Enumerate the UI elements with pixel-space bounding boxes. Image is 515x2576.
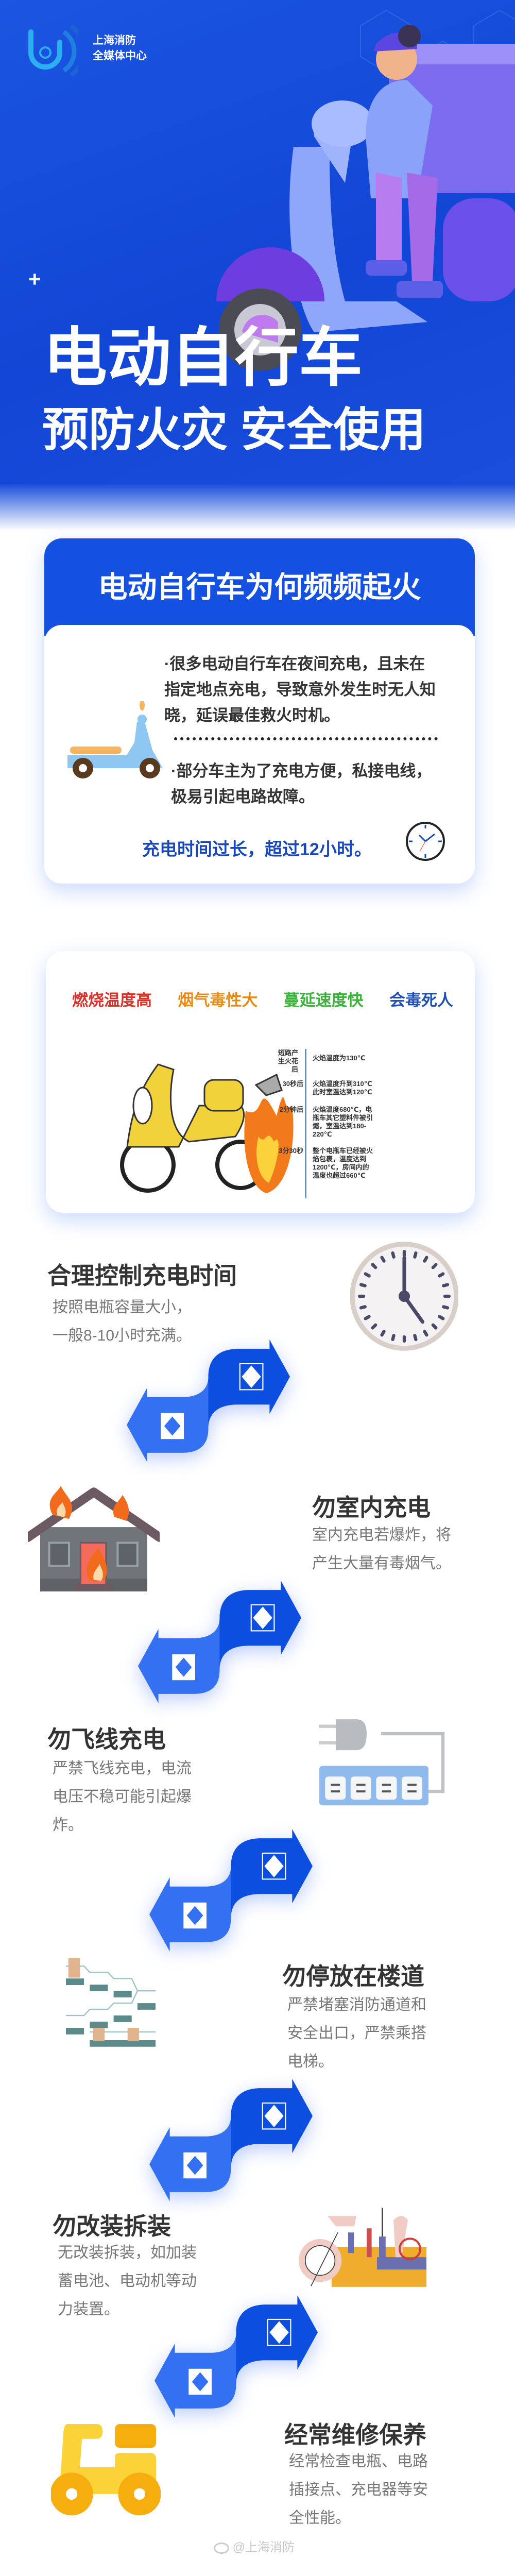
desc-line: 一般8-10小时充满。 xyxy=(53,1327,192,1344)
hero-title: 电动自行车 xyxy=(43,323,363,394)
desc-line: 严禁堵塞消防通道和 xyxy=(287,1996,426,2013)
timeline-time: 2分钟后 xyxy=(279,1106,303,1113)
diamond-icon xyxy=(262,1852,286,1880)
tag-deadly: 会毒死人 xyxy=(389,991,453,1009)
diamond-icon xyxy=(239,1363,264,1391)
tag-high-temperature: 燃烧温度高 xyxy=(72,991,152,1009)
desc-line: 经常检查电瓶、电路 xyxy=(289,2453,428,2470)
tag-fast-spread: 蔓延速度快 xyxy=(283,991,364,1009)
section-title-no-indoor-charging: 勿室内充电 xyxy=(312,1494,431,1521)
watermark: @上海消防 xyxy=(214,2540,295,2555)
reason-2-line-2: 极易引起电路故障。 xyxy=(171,788,315,806)
desc-line: 电梯。 xyxy=(287,2053,334,2070)
scooter-icon xyxy=(67,701,163,778)
step-arrow-connector xyxy=(154,2295,318,2418)
step-arrow-connector xyxy=(149,2079,313,2201)
reason-paragraph-2: ·部分车主为了充电方便，私接电线， 极易引起电路故障。 xyxy=(171,758,432,810)
brand-line2: 全媒体中心 xyxy=(93,50,147,62)
diamond-icon xyxy=(262,2102,286,2130)
power-strip-icon xyxy=(319,1719,445,1806)
diamond-icon xyxy=(183,1902,207,1929)
step-arrow-connector xyxy=(138,1581,301,1703)
burning-house-icon xyxy=(28,1486,160,1591)
diamond-icon xyxy=(267,2318,291,2346)
section-desc-no-flying-wire: 严禁飞线充电，电流 电压不稳可能引起爆 炸。 xyxy=(53,1754,192,1839)
fire-danger-card: 燃烧温度高 烟气毒性大 蔓延速度快 会毒死人 短路产生火花后 火焰温度为130℃… xyxy=(46,951,475,1213)
weibo-icon xyxy=(214,2542,229,2554)
section-desc-no-indoor-charging: 室内充电若爆炸，将 产生大量有毒烟气。 xyxy=(312,1521,451,1578)
card-title: 电动自行车为何频频起火 xyxy=(44,538,475,636)
timeline-time: 3分30秒 xyxy=(279,1147,303,1155)
dotted-divider xyxy=(174,737,438,740)
section-title-maintenance: 经常维修保养 xyxy=(284,2421,426,2448)
yellow-scooter-icon xyxy=(51,2424,161,2516)
delivery-scooter-illustration xyxy=(216,25,515,371)
desc-line: 室内充电若爆炸，将 xyxy=(312,1527,451,1544)
section-desc-no-modification: 无改装拆装，如加装 蓄电池、电动机等动 力装置。 xyxy=(58,2239,197,2324)
reason-2-line-1: ·部分车主为了充电方便，私接电线， xyxy=(171,762,432,780)
brand-line1: 上海消防 xyxy=(93,35,136,46)
reason-paragraph-1: ·很多电动自行车在夜间充电，且未在 指定地点充电，导致意外发生时无人知 晓，延误… xyxy=(164,651,436,728)
diamond-icon xyxy=(161,1413,184,1439)
desc-line: 按照电瓶容量大小， xyxy=(53,1299,192,1316)
desc-line: 产生大量有毒烟气。 xyxy=(312,1555,451,1572)
desc-line: 蓄电池、电动机等动 xyxy=(58,2273,197,2290)
timeline-desc: 整个电瓶车已经被火焰包裹，温度达到1200℃，房间内的温度也超过660℃ xyxy=(313,1147,373,1179)
desc-line: 无改装拆装，如加装 xyxy=(58,2244,197,2261)
tag-toxic-smoke: 烟气毒性大 xyxy=(178,991,258,1009)
section-title-no-corridor-parking: 勿停放在楼道 xyxy=(282,1963,424,1990)
section-desc-charging-time: 按照电瓶容量大小， 一般8-10小时充满。 xyxy=(53,1293,192,1350)
reason-1-line-1: ·很多电动自行车在夜间充电，且未在 xyxy=(164,655,425,673)
hero-banner: 上海消防 全媒体中心 + 电动自行车 预防火灾 安全使用 xyxy=(0,0,515,515)
section-desc-no-corridor-parking: 严禁堵塞消防通道和 安全出口，严禁乘搭 电梯。 xyxy=(287,1991,426,2076)
reason-1-line-2: 指定地点充电，导致意外发生时无人知 xyxy=(164,681,436,699)
stairway-icon xyxy=(66,1958,156,2047)
desc-line: 插接点、充电器等安 xyxy=(289,2481,428,2498)
desc-line: 力装置。 xyxy=(58,2301,119,2318)
timeline-desc: 火焰温度680℃，电瓶车其它塑料件被引燃，室温达到180-220℃ xyxy=(313,1106,373,1138)
timeline-line xyxy=(305,1049,306,1198)
brand-logo-text: 上海消防 全媒体中心 xyxy=(93,33,147,64)
burning-ebike-illustration xyxy=(120,1063,294,1193)
danger-tags: 燃烧温度高 烟气毒性大 蔓延速度快 会毒死人 xyxy=(72,987,453,1010)
section-title-no-modification: 勿改装拆装 xyxy=(53,2213,171,2240)
desc-line: 电压不稳可能引起爆 xyxy=(53,1788,192,1805)
charging-time-warning: 充电时间过长，超过12小时。 xyxy=(142,840,372,859)
timeline-desc: 火焰温度为130℃ xyxy=(313,1054,366,1062)
toolbox-icon xyxy=(299,2208,426,2287)
hero-fade xyxy=(0,484,515,531)
diamond-icon xyxy=(183,2152,207,2179)
diamond-icon xyxy=(188,2368,212,2395)
wall-clock-icon xyxy=(350,1242,458,1351)
plus-icon: + xyxy=(28,267,41,291)
diamond-icon xyxy=(250,1604,275,1632)
clock-icon xyxy=(406,822,445,861)
reason-1-line-3: 晓，延误最佳救火时机。 xyxy=(164,706,340,724)
timeline-time: 短路产生火花后 xyxy=(278,1049,298,1073)
card-body xyxy=(44,625,475,884)
step-arrow-connector xyxy=(149,1829,313,1952)
watermark-text: @上海消防 xyxy=(232,2540,295,2554)
step-arrow-connector xyxy=(127,1340,290,1462)
desc-line: 严禁飞线充电，电流 xyxy=(53,1760,192,1777)
desc-line: 全性能。 xyxy=(289,2510,351,2527)
section-title-charging-time: 合理控制充电时间 xyxy=(47,1262,237,1289)
diamond-icon xyxy=(172,1654,195,1681)
timeline-desc: 火焰温度升到310℃ 此时室温达到120℃ xyxy=(313,1080,372,1096)
why-fire-card: 电动自行车为何频频起火 ·很多电动自行车在夜间充电，且未在 指定地点充电，导致意… xyxy=(44,538,475,884)
desc-line: 炸。 xyxy=(53,1817,83,1834)
section-desc-maintenance: 经常检查电瓶、电路 插接点、充电器等安 全性能。 xyxy=(289,2447,428,2532)
hero-subtitle: 预防火灾 安全使用 xyxy=(42,404,426,456)
section-title-no-flying-wire: 勿飞线充电 xyxy=(47,1726,166,1753)
logo-icon xyxy=(28,24,78,77)
desc-line: 安全出口，严禁乘搭 xyxy=(287,2025,426,2042)
timeline-time: 30秒后 xyxy=(282,1080,303,1088)
